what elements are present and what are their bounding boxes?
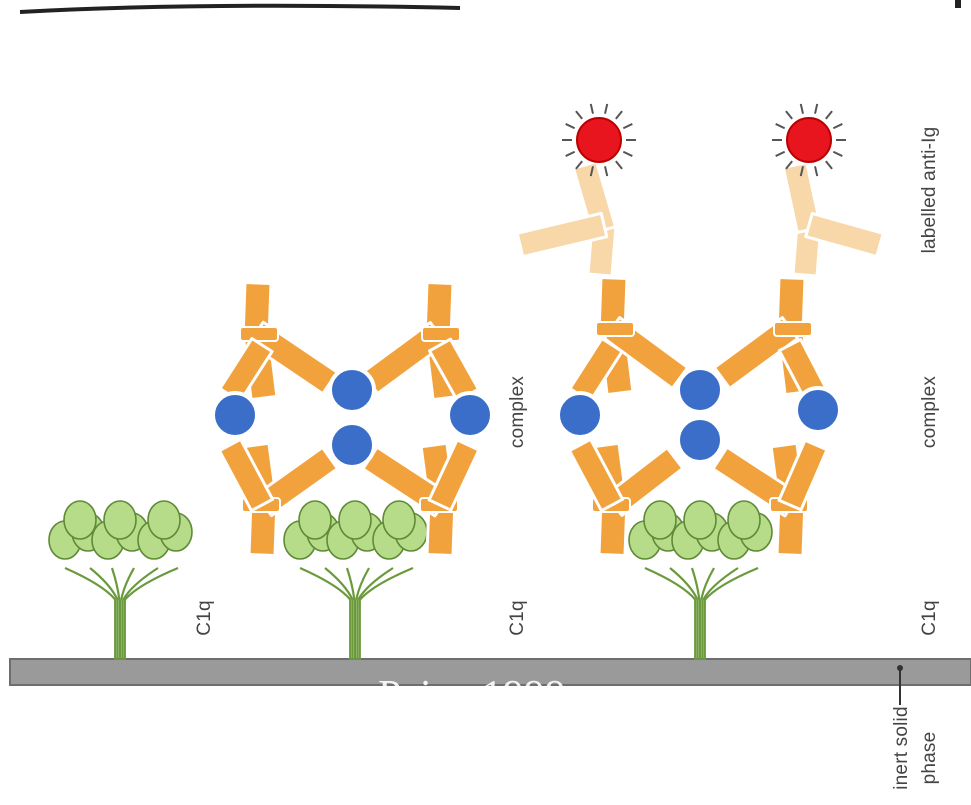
label-ray bbox=[591, 104, 593, 114]
watermark: Paige 1999 bbox=[378, 672, 566, 720]
label-ray bbox=[833, 124, 842, 128]
c1q-arm bbox=[356, 568, 369, 600]
c1q-head bbox=[339, 501, 371, 539]
antigen bbox=[678, 368, 722, 412]
inert-solid-label: inert solid bbox=[891, 706, 913, 790]
c1q-head bbox=[383, 501, 415, 539]
label-ray bbox=[826, 161, 832, 169]
c1q-head bbox=[148, 501, 180, 539]
corner-mark bbox=[955, 0, 961, 8]
c1q-molecule bbox=[629, 501, 772, 660]
label-ray bbox=[776, 152, 785, 156]
labelled-anti-ig bbox=[772, 104, 883, 276]
c1q-head bbox=[644, 501, 676, 539]
c1q-head bbox=[104, 501, 136, 539]
c1q-head bbox=[64, 501, 96, 539]
antibody-hinge bbox=[774, 322, 812, 336]
antibody-hinge bbox=[596, 322, 634, 336]
c1q-layer bbox=[49, 501, 772, 660]
complex-label-2: complex bbox=[919, 376, 941, 448]
antigen bbox=[796, 388, 840, 432]
label-ray bbox=[605, 104, 607, 114]
c1q-label-2: C1q bbox=[507, 600, 529, 635]
label-ray bbox=[786, 111, 792, 119]
label-ray bbox=[566, 124, 575, 128]
label-ray bbox=[815, 104, 817, 114]
complex-label-1: complex bbox=[507, 376, 529, 448]
c1q-head bbox=[299, 501, 331, 539]
antigen bbox=[330, 368, 374, 412]
label-ray bbox=[801, 104, 803, 114]
label-ray bbox=[826, 111, 832, 119]
label-ray bbox=[605, 166, 607, 176]
antigen bbox=[213, 393, 257, 437]
anti-ig-layer bbox=[517, 104, 883, 276]
c1q-molecule bbox=[284, 501, 427, 660]
c1q-label-1: C1q bbox=[194, 600, 216, 635]
label-marker bbox=[787, 118, 831, 162]
antigen bbox=[558, 393, 602, 437]
label-ray bbox=[566, 152, 575, 156]
c1q-label-3: C1q bbox=[919, 600, 941, 635]
antigen bbox=[678, 418, 722, 462]
c1q-arm bbox=[121, 568, 134, 600]
antibody bbox=[596, 278, 688, 395]
antibody-hinge bbox=[240, 327, 278, 341]
c1q-head bbox=[684, 501, 716, 539]
top-edge bbox=[20, 6, 460, 12]
antibody-hinge bbox=[422, 327, 460, 341]
c1q-arm bbox=[701, 568, 714, 600]
label-ray bbox=[815, 166, 817, 176]
c1q-head bbox=[728, 501, 760, 539]
antigen bbox=[448, 393, 492, 437]
label-ray bbox=[616, 161, 622, 169]
label-ray bbox=[623, 152, 632, 156]
c1q-molecule bbox=[49, 501, 192, 660]
label-ray bbox=[623, 124, 632, 128]
labelled-anti-ig-label: labelled anti-Ig bbox=[919, 127, 941, 254]
label-ray bbox=[833, 152, 842, 156]
label-marker bbox=[577, 118, 621, 162]
antigen bbox=[330, 423, 374, 467]
label-ray bbox=[616, 111, 622, 119]
label-ray bbox=[776, 124, 785, 128]
phase-label: phase bbox=[919, 732, 941, 785]
solid-phase-pointer-dot bbox=[897, 665, 903, 671]
label-ray bbox=[576, 111, 582, 119]
labelled-anti-ig bbox=[517, 104, 636, 276]
